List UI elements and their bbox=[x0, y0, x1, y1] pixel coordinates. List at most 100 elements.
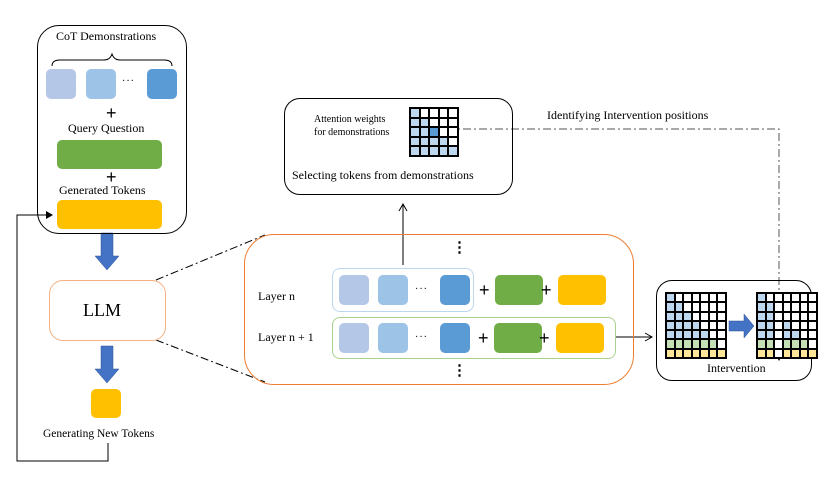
grid-cell bbox=[419, 117, 430, 128]
grid-cell bbox=[410, 127, 420, 137]
grid-cell bbox=[717, 293, 726, 303]
intervention-grid-before bbox=[665, 292, 727, 359]
generated-token-bar bbox=[57, 200, 162, 229]
grid-cell bbox=[774, 348, 783, 358]
grid-cell bbox=[410, 146, 420, 156]
plus-sign: + bbox=[106, 167, 117, 187]
grid-cell bbox=[782, 339, 792, 349]
grid-cell bbox=[448, 136, 458, 147]
llm-box bbox=[49, 280, 166, 341]
layer-n1-demo-token-2 bbox=[378, 323, 408, 353]
grid-cell bbox=[717, 330, 726, 340]
plus-sign: + bbox=[539, 328, 550, 348]
layer-n1-ellipsis: ··· bbox=[415, 332, 428, 343]
grid-cell bbox=[757, 302, 766, 312]
grid-cell bbox=[708, 330, 718, 340]
grid-cell bbox=[429, 108, 439, 118]
layer-n1-query-token bbox=[494, 323, 542, 353]
grid-cell bbox=[674, 302, 684, 312]
layer-n-demo-token-2 bbox=[378, 275, 408, 305]
grid-cell bbox=[782, 302, 792, 312]
grid-cell bbox=[799, 311, 809, 321]
grid-cell bbox=[757, 320, 766, 331]
grid-cell bbox=[691, 293, 701, 303]
grid-cell bbox=[799, 330, 809, 340]
grid-cell bbox=[757, 348, 766, 358]
layer-ellipsis-top: ⋮ bbox=[452, 240, 468, 256]
grid-cell bbox=[808, 302, 817, 312]
grid-cell bbox=[691, 311, 701, 321]
plus-sign: + bbox=[106, 103, 117, 123]
layer-n-demo-token-n bbox=[440, 275, 470, 305]
layer-n-generated-token bbox=[558, 275, 606, 305]
grid-cell bbox=[774, 320, 783, 331]
attention-grid bbox=[409, 107, 459, 157]
grid-cell bbox=[429, 146, 439, 156]
grid-cell bbox=[808, 311, 817, 321]
grid-cell bbox=[438, 127, 449, 137]
grid-cell bbox=[419, 136, 430, 147]
attention-weights-label: Attention weights for demonstrations bbox=[314, 113, 389, 139]
layer-n-ellipsis: ··· bbox=[415, 284, 428, 295]
grid-cell bbox=[708, 348, 718, 358]
grid-cell bbox=[666, 330, 675, 340]
grid-cell bbox=[674, 311, 684, 321]
grid-cell bbox=[419, 127, 430, 137]
grid-cell bbox=[674, 339, 684, 349]
grid-cell bbox=[674, 330, 684, 340]
grid-cell bbox=[765, 293, 775, 303]
grid-cell bbox=[691, 330, 701, 340]
grid-cell bbox=[808, 293, 817, 303]
grid-cell bbox=[448, 108, 458, 118]
layer-n1-demo-token-1 bbox=[339, 323, 369, 353]
grid-cell bbox=[666, 302, 675, 312]
grid-cell bbox=[791, 311, 800, 321]
grid-cell bbox=[691, 339, 701, 349]
grid-cell bbox=[717, 311, 726, 321]
grid-cell bbox=[791, 330, 800, 340]
grid-cell bbox=[717, 302, 726, 312]
identify-positions-label: Identifying Intervention positions bbox=[547, 108, 709, 122]
grid-cell bbox=[429, 127, 439, 137]
grid-cell bbox=[782, 348, 792, 358]
grid-cell bbox=[448, 127, 458, 137]
llm-label: LLM bbox=[83, 300, 121, 320]
grid-cell bbox=[765, 348, 775, 358]
grid-cell bbox=[708, 302, 718, 312]
grid-cell bbox=[774, 311, 783, 321]
grid-cell bbox=[791, 339, 800, 349]
demo-token-n bbox=[147, 69, 177, 99]
grid-cell bbox=[683, 311, 692, 321]
grid-cell bbox=[808, 320, 817, 331]
layer-n-demos-box bbox=[332, 268, 474, 312]
grid-cell bbox=[674, 348, 684, 358]
grid-cell bbox=[799, 339, 809, 349]
grid-cell bbox=[782, 320, 792, 331]
grid-cell bbox=[791, 320, 800, 331]
layer-n-demo-token-1 bbox=[339, 275, 369, 305]
grid-cell bbox=[410, 108, 420, 118]
grid-cell bbox=[708, 320, 718, 331]
grid-cell bbox=[438, 117, 449, 128]
input-panel bbox=[37, 25, 187, 234]
grid-cell bbox=[757, 293, 766, 303]
grid-cell bbox=[765, 302, 775, 312]
grid-cell bbox=[666, 348, 675, 358]
grid-cell bbox=[782, 293, 792, 303]
demo-token-2 bbox=[86, 69, 116, 99]
grid-cell bbox=[683, 302, 692, 312]
grid-cell bbox=[666, 293, 675, 303]
grid-cell bbox=[419, 146, 430, 156]
grid-cell bbox=[429, 136, 439, 147]
grid-cell bbox=[717, 320, 726, 331]
grid-cell bbox=[419, 108, 430, 118]
grid-cell bbox=[674, 320, 684, 331]
attention-weights-line2: for demonstrations bbox=[314, 127, 390, 138]
layer-n1-generated-token bbox=[556, 323, 604, 353]
generating-new-tokens-label: Generating New Tokens bbox=[43, 428, 155, 440]
grid-cell bbox=[765, 320, 775, 331]
layer-group-panel bbox=[244, 234, 634, 385]
layer-ellipsis-bottom: ⋮ bbox=[452, 363, 468, 379]
arrow-llm-to-output bbox=[94, 345, 120, 384]
grid-cell bbox=[765, 330, 775, 340]
